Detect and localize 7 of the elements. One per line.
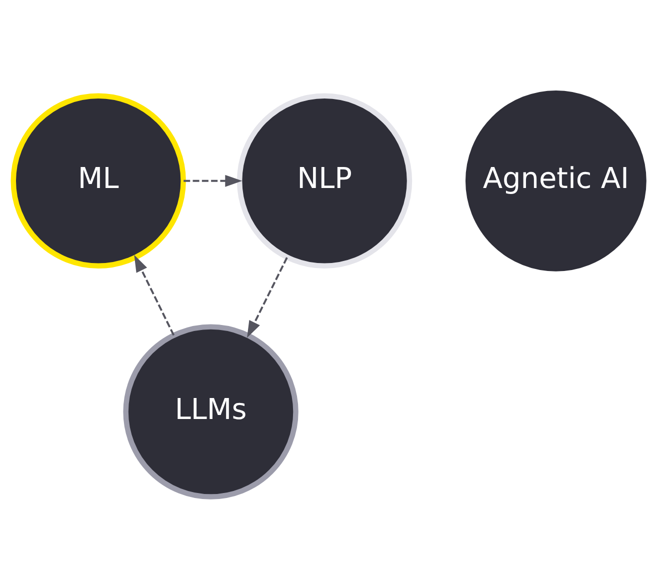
node-circle: Agnetic AI xyxy=(465,90,646,271)
node-circle: ML xyxy=(10,92,186,268)
node-circle: LLMs xyxy=(123,324,298,499)
arrow xyxy=(184,174,242,186)
node-circle: NLP xyxy=(236,92,412,268)
arrow xyxy=(134,254,175,336)
arrow xyxy=(246,256,288,338)
